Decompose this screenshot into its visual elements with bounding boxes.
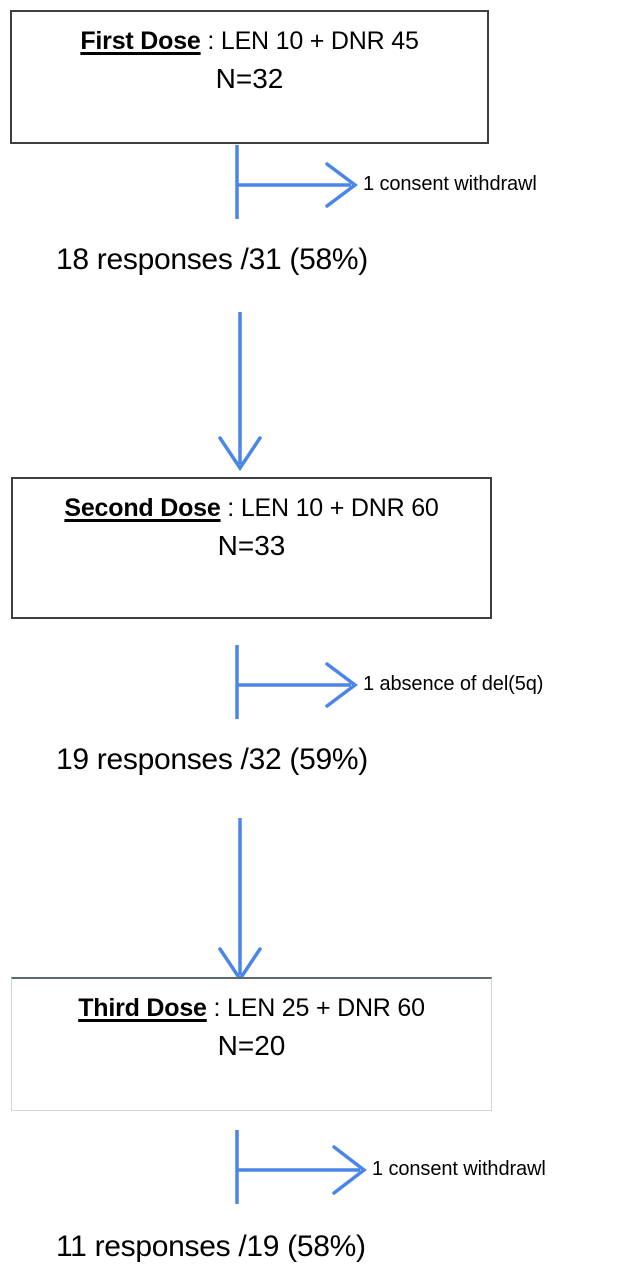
branch-arrow-1-glyph bbox=[235, 145, 358, 219]
branch-arrow-3 bbox=[228, 1128, 388, 1206]
dose-box-first-heading: First Dose : LEN 10 + DNR 45 bbox=[80, 26, 419, 57]
dose-box-first-name: First Dose bbox=[80, 27, 201, 55]
dose-box-third: Third Dose : LEN 25 + DNR 60 N=20 bbox=[11, 977, 492, 1111]
dose-box-third-name: Third Dose bbox=[78, 994, 207, 1022]
response-summary-1: 18 responses /31 (58%) bbox=[56, 243, 368, 276]
dose-box-second-n: N=33 bbox=[217, 530, 286, 562]
dose-box-first-separator: : bbox=[200, 27, 221, 55]
branch-label-3: 1 consent withdrawl bbox=[372, 1158, 546, 1180]
dose-box-first-n: N=32 bbox=[215, 63, 284, 95]
branch-arrow-2 bbox=[228, 643, 388, 721]
dose-box-third-n: N=20 bbox=[217, 1030, 286, 1062]
down-arrow-icon bbox=[218, 818, 262, 983]
branch-label-1: 1 consent withdrawl bbox=[363, 173, 537, 195]
response-summary-3: 11 responses /19 (58%) bbox=[56, 1230, 366, 1263]
dose-box-second: Second Dose : LEN 10 + DNR 60 N=33 bbox=[11, 477, 492, 619]
flow-arrow-1 bbox=[218, 312, 278, 472]
dose-box-second-separator: : bbox=[220, 494, 241, 522]
dose-box-first: First Dose : LEN 10 + DNR 45 N=32 bbox=[10, 10, 489, 144]
dose-box-first-regimen: LEN 10 + DNR 45 bbox=[220, 27, 419, 55]
down-arrow-icon bbox=[218, 312, 262, 472]
branch-arrow-2-glyph bbox=[235, 645, 358, 719]
flow-arrow-2 bbox=[218, 818, 278, 983]
dose-box-second-name: Second Dose bbox=[64, 494, 221, 522]
dose-box-second-regimen: LEN 10 + DNR 60 bbox=[240, 494, 439, 522]
dose-box-third-regimen: LEN 25 + DNR 60 bbox=[227, 994, 425, 1022]
dose-box-third-separator: : bbox=[206, 994, 228, 1022]
dose-box-third-heading: Third Dose : LEN 25 + DNR 60 bbox=[78, 993, 425, 1024]
branch-arrow-1 bbox=[228, 143, 388, 221]
response-summary-2: 19 responses /32 (59%) bbox=[56, 743, 368, 776]
branch-arrow-3-glyph bbox=[235, 1130, 367, 1204]
branch-label-2: 1 absence of del(5q) bbox=[363, 673, 544, 695]
dose-box-second-heading: Second Dose : LEN 10 + DNR 60 bbox=[64, 493, 438, 524]
